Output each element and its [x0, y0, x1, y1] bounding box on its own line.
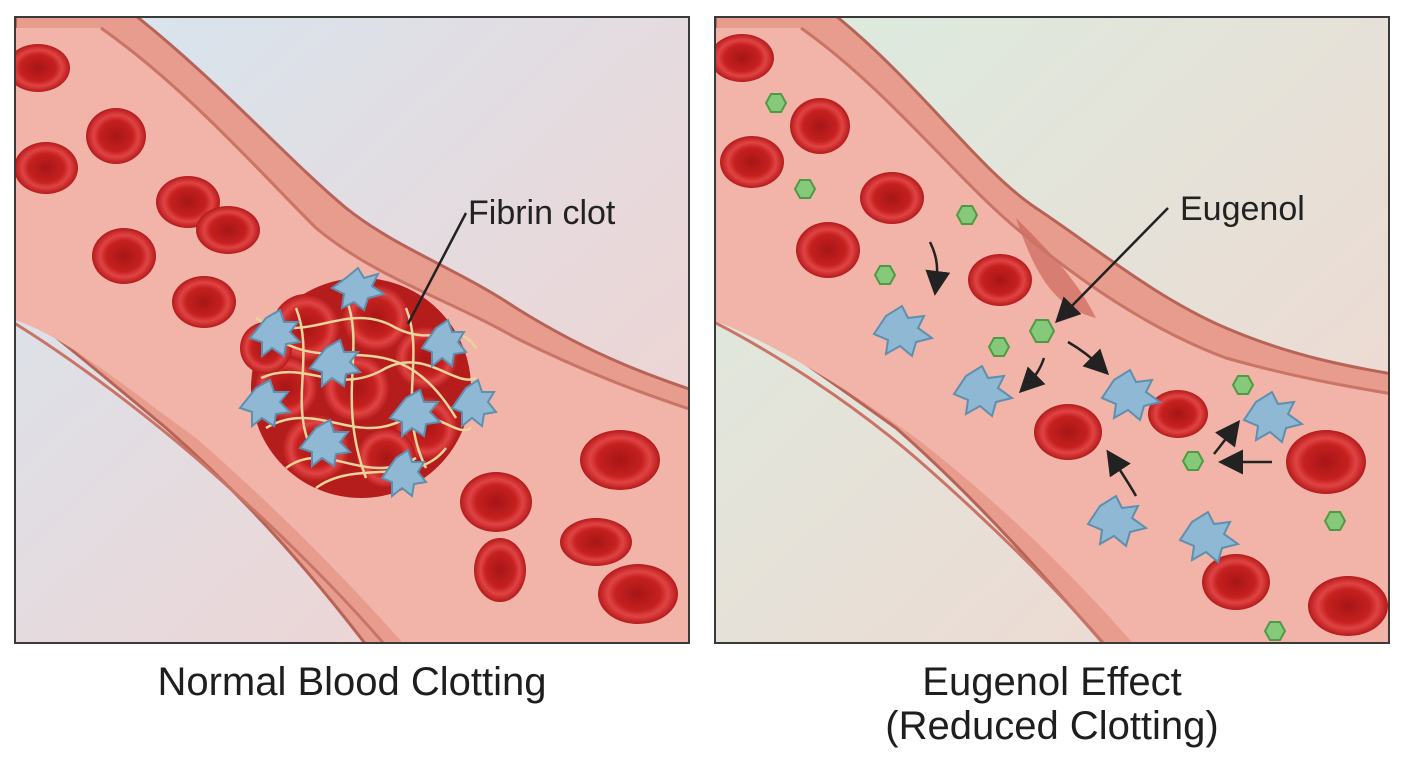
- red-blood-cell: [790, 98, 850, 154]
- eugenol-molecule: [793, 179, 817, 199]
- eugenol-leader-line: [1054, 207, 1169, 324]
- red-blood-cell: [720, 136, 784, 188]
- platelet: [1242, 390, 1305, 444]
- caption-line-1: Eugenol Effect: [922, 660, 1182, 704]
- eugenol-effect-panel: Eugenol: [714, 16, 1390, 644]
- red-blood-cell: [86, 108, 146, 164]
- platelet: [238, 378, 293, 429]
- vessel-inner-wall: [16, 322, 385, 642]
- platelets: [238, 266, 498, 499]
- caption-line: Normal Blood Clotting: [157, 660, 547, 704]
- eugenol-molecule: [1231, 375, 1255, 395]
- vessel-inner-wall: [716, 321, 1105, 642]
- red-blood-cell: [968, 254, 1032, 306]
- platelet: [1100, 368, 1163, 422]
- arrow: [1067, 340, 1110, 376]
- normal-clotting-panel: Fibrin clot: [14, 16, 690, 644]
- vessel-inner-wall-top: [800, 26, 1388, 395]
- eugenol-molecule: [1028, 319, 1056, 343]
- red-blood-cell: [580, 430, 660, 490]
- eugenol-molecule: [987, 337, 1011, 357]
- eugenol-molecule: [1181, 451, 1205, 471]
- platelet: [420, 318, 468, 369]
- red-blood-cell: [1286, 430, 1366, 494]
- red-blood-cell: [92, 228, 156, 284]
- red-blood-cell: [716, 34, 774, 82]
- platelet: [450, 378, 498, 429]
- red-blood-cell: [172, 276, 236, 328]
- platelet: [1178, 510, 1241, 564]
- fibrin-clot-label: Fibrin clot: [468, 194, 616, 232]
- arrow: [1018, 357, 1046, 394]
- red-blood-cell: [1202, 554, 1270, 610]
- red-blood-cell: [16, 44, 70, 92]
- eugenol-molecule: [1323, 511, 1347, 531]
- eugenol-molecule: [873, 265, 897, 285]
- normal-clotting-illustration: [16, 18, 688, 642]
- platelet: [298, 418, 353, 469]
- normal-clotting-caption: Normal Blood Clotting: [14, 660, 690, 704]
- fibrin-clot-leader-line: [406, 212, 468, 325]
- platelet: [1086, 494, 1149, 548]
- red-blood-cell: [474, 538, 526, 602]
- fibrin-clot: [240, 278, 478, 498]
- red-blood-cell: [860, 172, 924, 224]
- red-blood-cell: [1034, 404, 1102, 460]
- platelet: [330, 266, 387, 312]
- platelet: [388, 388, 443, 439]
- interaction-arrows: [925, 241, 1272, 497]
- red-blood-cell: [796, 222, 860, 278]
- eugenol-effect-caption: Eugenol Effect (Reduced Clotting): [714, 660, 1390, 748]
- platelet: [872, 304, 935, 358]
- eugenol-effect-illustration: [716, 18, 1388, 642]
- red-blood-cell: [598, 564, 678, 624]
- platelet: [380, 448, 428, 499]
- eugenol-molecule: [764, 93, 788, 113]
- eugenol-molecule: [955, 205, 979, 225]
- red-blood-cell: [1308, 576, 1388, 636]
- red-blood-cell: [1148, 390, 1208, 438]
- platelet: [248, 308, 303, 359]
- vessel-inner-wall-top: [100, 26, 688, 411]
- platelet: [308, 338, 363, 389]
- arrow: [1106, 449, 1138, 497]
- eugenol-molecules: [764, 93, 1347, 641]
- arrow: [925, 241, 951, 296]
- arrow: [1213, 420, 1241, 455]
- eugenol-molecule: [1263, 621, 1287, 641]
- red-blood-cell: [560, 518, 632, 566]
- red-blood-cells: [716, 34, 1388, 636]
- red-blood-cell: [196, 206, 260, 254]
- eugenol-label: Eugenol: [1180, 190, 1305, 228]
- caption-line-2: (Reduced Clotting): [885, 704, 1219, 748]
- red-blood-cells: [16, 44, 678, 624]
- platelet: [952, 364, 1015, 418]
- platelets: [872, 304, 1305, 564]
- red-blood-cell: [16, 142, 78, 194]
- red-blood-cell: [460, 472, 532, 532]
